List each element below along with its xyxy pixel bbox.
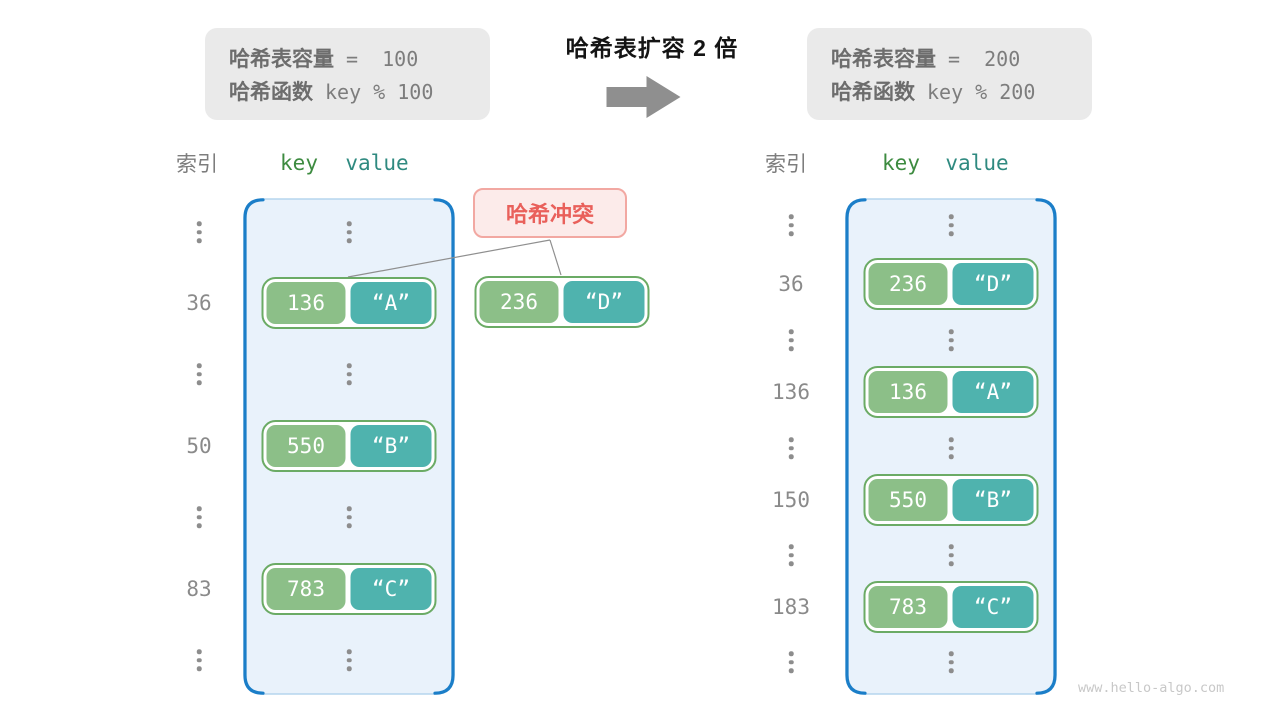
value-cell: “B” (350, 425, 432, 467)
ellipsis-dots (788, 437, 794, 459)
value-cell: “D” (563, 281, 645, 323)
value-cell: “C” (952, 586, 1034, 628)
kv-pair: 136 “A” (863, 366, 1039, 418)
watermark: www.hello-algo.com (1078, 680, 1225, 696)
index-label: 50 (186, 434, 212, 458)
ellipsis-dots (788, 214, 794, 236)
hash-collision-badge: 哈希冲突 (473, 188, 627, 238)
index-header-right: 索引 (765, 153, 807, 176)
ellipsis-dots (196, 506, 202, 528)
index-label: 36 (186, 291, 212, 315)
value-cell: “D” (952, 263, 1034, 305)
kv-pair: 550 “B” (261, 420, 437, 472)
ellipsis-dots (196, 363, 202, 385)
hash-function-line: 哈希函数 key % 200 (831, 76, 1092, 106)
index-label: 36 (778, 272, 804, 296)
hash-function-label: 哈希函数 (831, 80, 915, 104)
ellipsis-dots (346, 506, 352, 528)
ellipsis-dots (948, 329, 954, 351)
ellipsis-dots (196, 221, 202, 243)
key-header-left: key (280, 151, 318, 175)
kv-pair: 783 “C” (863, 581, 1039, 633)
ellipsis-dots (346, 363, 352, 385)
ellipsis-dots (346, 649, 352, 671)
capacity-line: 哈希表容量 = 200 (831, 43, 1092, 73)
key-cell: 783 (868, 586, 948, 628)
hash-function-line: 哈希函数 key % 100 (229, 76, 490, 106)
value-header-right: value (945, 151, 1009, 175)
kv-pair: 236 “D” (863, 258, 1039, 310)
value-header-left: value (345, 151, 409, 175)
kv-pair: 550 “B” (863, 474, 1039, 526)
key-header-right: key (882, 151, 920, 175)
colliding-kv-pair: 236 “D” (474, 276, 650, 328)
capacity-info-box-left: 哈希表容量 = 100 哈希函数 key % 100 (205, 28, 490, 120)
kv-pair: 783 “C” (261, 563, 437, 615)
value-cell: “A” (952, 371, 1034, 413)
hash-function-value: key % 100 (325, 79, 434, 104)
hash-function-value: key % 200 (927, 79, 1036, 104)
ellipsis-dots (948, 544, 954, 566)
key-cell: 550 (868, 479, 948, 521)
ellipsis-dots (948, 437, 954, 459)
capacity-value: = 100 (346, 46, 419, 71)
hash-function-label: 哈希函数 (229, 80, 313, 104)
kv-pair: 136 “A” (261, 277, 437, 329)
capacity-label: 哈希表容量 (831, 47, 936, 71)
value-cell: “A” (350, 282, 432, 324)
index-label: 83 (186, 577, 212, 601)
ellipsis-dots (346, 221, 352, 243)
capacity-value: = 200 (948, 46, 1021, 71)
ellipsis-dots (788, 329, 794, 351)
right-arrow-icon (606, 76, 681, 118)
ellipsis-dots (788, 544, 794, 566)
ellipsis-dots (788, 651, 794, 673)
capacity-info-box-right: 哈希表容量 = 200 哈希函数 key % 200 (807, 28, 1092, 120)
capacity-line: 哈希表容量 = 100 (229, 43, 490, 73)
key-cell: 136 (266, 282, 346, 324)
index-header-left: 索引 (176, 153, 218, 176)
key-cell: 136 (868, 371, 948, 413)
index-label: 150 (772, 488, 810, 512)
key-cell: 236 (868, 263, 948, 305)
ellipsis-dots (948, 651, 954, 673)
capacity-label: 哈希表容量 (229, 47, 334, 71)
key-cell: 236 (479, 281, 559, 323)
key-cell: 783 (266, 568, 346, 610)
key-cell: 550 (266, 425, 346, 467)
ellipsis-dots (948, 214, 954, 236)
ellipsis-dots (196, 649, 202, 671)
index-label: 183 (772, 595, 810, 619)
index-label: 136 (772, 380, 810, 404)
value-cell: “C” (350, 568, 432, 610)
value-cell: “B” (952, 479, 1034, 521)
diagram-title: 哈希表扩容 2 倍 (565, 35, 739, 61)
